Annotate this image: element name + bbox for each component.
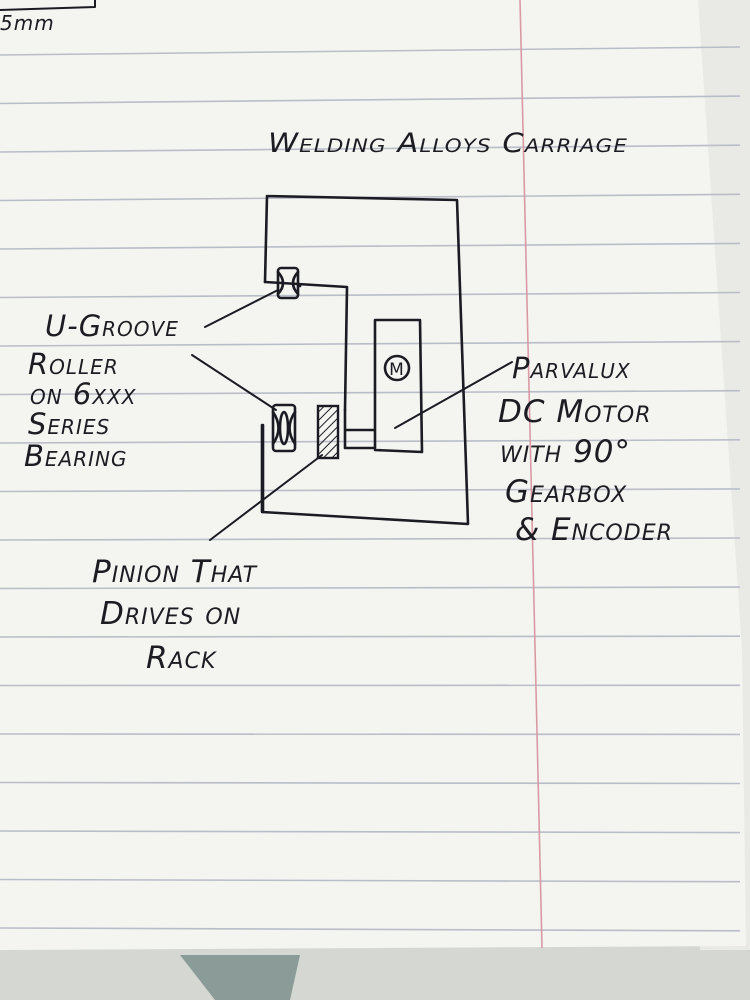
roller-label-line-3: on 6xxx [30, 377, 137, 411]
motor-label: Parvalux DC Motor with 90° Gearbox & Enc… [498, 351, 673, 548]
ruled-lines [0, 46, 741, 932]
motor-label-line-3: with 90° [500, 434, 631, 470]
roller-label: U-Groove Roller on 6xxx Series Bearing [24, 309, 179, 473]
ruled-line [0, 781, 741, 785]
motor-label-line-5: & Encoder [515, 512, 673, 548]
ruled-line [0, 389, 741, 396]
roller-label-line-2: Roller [28, 347, 119, 381]
leader-motor [394, 361, 513, 429]
glass-edge [180, 955, 300, 1000]
leader-roller-bottom [191, 354, 277, 411]
bottom-roller [271, 403, 297, 453]
ruled-line [0, 438, 741, 444]
roller-label-line-1: U-Groove [45, 309, 179, 343]
ruled-line [0, 95, 741, 105]
ruled-line [0, 291, 741, 299]
ruled-line [0, 46, 741, 56]
ruled-line [0, 242, 741, 250]
ruled-line [0, 488, 741, 493]
pinion-label-line-1: Pinion That [92, 554, 258, 590]
ruled-line [0, 537, 741, 541]
pinion-label: Pinion That Drives on Rack [92, 554, 258, 676]
motor-label-line-1: Parvalux [512, 351, 631, 385]
ruled-line [0, 586, 741, 590]
margin-line [519, 0, 543, 949]
ruled-line [0, 340, 741, 347]
notebook-page [0, 0, 746, 950]
carriage-drawing: M [260, 194, 470, 526]
pinion-label-line-2: Drives on [100, 596, 241, 632]
pinion-label-line-3: Rack [146, 640, 217, 676]
ruled-line [0, 830, 741, 834]
leader-roller-top [204, 289, 279, 328]
ruled-line [0, 635, 741, 638]
leader-pinion [209, 454, 323, 541]
corner-note: 5mm [0, 11, 55, 35]
pinion [316, 404, 340, 460]
diagram-title: Welding Alloys Carriage [268, 128, 628, 159]
roller-label-line-4: Series [28, 407, 110, 441]
corner-mark [0, 0, 96, 11]
ruled-line [0, 878, 741, 883]
leader-lines [191, 289, 513, 541]
top-roller [276, 266, 300, 300]
ruled-line [0, 144, 741, 153]
lower-frame [261, 318, 424, 514]
motor-symbol: M [389, 360, 405, 380]
roller-label-line-5: Bearing [24, 439, 127, 473]
motor-label-line-4: Gearbox [505, 474, 627, 510]
motor-label-line-2: DC Motor [498, 394, 651, 430]
motor-circle [383, 354, 411, 382]
ruled-line [0, 927, 741, 932]
